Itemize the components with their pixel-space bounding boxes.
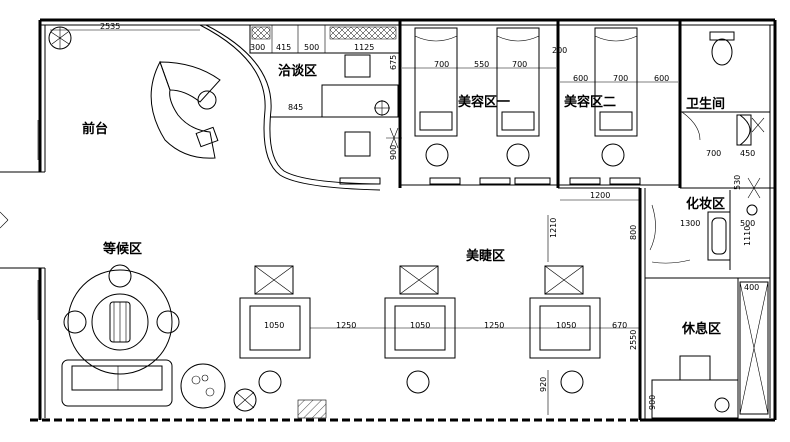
negotiation-furniture: [270, 54, 399, 157]
beauty-bed: [496, 27, 540, 137]
dimension-label: 1210: [549, 218, 558, 238]
dimension-label: 1250: [336, 321, 356, 330]
dimension-label: 1050: [556, 321, 576, 330]
interior-walls: [398, 20, 775, 420]
dimension-label: 600: [573, 74, 588, 83]
dimension-label: 600: [654, 74, 669, 83]
reception-partition: [199, 24, 381, 191]
room-label-negotiation: 洽谈区: [278, 63, 317, 79]
room-label-makeup: 化妆区: [686, 196, 725, 212]
dimension-label: 700: [434, 60, 449, 69]
room-label-toilet: 卫生间: [686, 96, 725, 112]
toilet-fixtures: [681, 31, 752, 146]
dimension-label: 500: [740, 219, 755, 228]
eyelash-station: [384, 265, 456, 359]
dimensions: 2535 300 415 500 1125 675 845 900 700 55…: [50, 22, 759, 410]
dimension-label: 550: [474, 60, 489, 69]
makeup-table: [649, 204, 758, 264]
dimension-label: 845: [288, 103, 303, 112]
dimension-label: 300: [250, 43, 265, 52]
eyelash-stools: [310, 215, 640, 415]
room-label-beauty2: 美容区二: [564, 94, 616, 110]
dimension-label: 400: [744, 283, 759, 292]
dimension-label: 500: [304, 43, 319, 52]
storage-cabinets: [249, 24, 401, 54]
outer-walls: [30, 18, 777, 422]
eyelash-station: [239, 265, 311, 359]
dimension-label: 700: [512, 60, 527, 69]
dimension-label: 2535: [100, 22, 120, 31]
rest-bed: [651, 281, 769, 419]
dimension-label: 530: [733, 175, 742, 190]
plant-icon: [48, 26, 72, 50]
room-label-waiting: 等候区: [102, 241, 142, 257]
stools: [339, 143, 641, 185]
room-label-rest: 休息区: [681, 321, 721, 337]
entrance-door: [0, 120, 45, 320]
dimension-label: 1250: [484, 321, 504, 330]
dimension-label: 1200: [590, 191, 610, 200]
dimension-label: 675: [389, 55, 398, 70]
dimension-label: 450: [740, 149, 755, 158]
dimension-label: 1050: [410, 321, 430, 330]
dimension-label: 415: [276, 43, 291, 52]
dimension-label: 700: [613, 74, 628, 83]
eyelash-station: [529, 265, 601, 359]
dimension-label: 2550: [629, 330, 638, 350]
dimension-label: 1110: [743, 226, 752, 246]
room-label-eyelash: 美睫区: [466, 248, 505, 264]
dimension-label: 920: [539, 377, 548, 392]
plant-icon: [386, 117, 765, 199]
dimension-label: 900: [389, 145, 398, 160]
dimension-label: 1050: [264, 321, 284, 330]
room-label-reception: 前台: [82, 121, 108, 137]
dimension-label: 800: [629, 225, 638, 240]
reception-desk: [150, 60, 221, 159]
dimension-label: 200: [552, 46, 567, 55]
dimension-label: 900: [648, 395, 657, 410]
waiting-furniture: [61, 264, 327, 419]
room-label-beauty1: 美容区一: [458, 94, 510, 110]
dimension-label: 1300: [680, 219, 700, 228]
dimension-label: 700: [706, 149, 721, 158]
dimension-label: 1125: [354, 43, 374, 52]
beauty-bed: [414, 27, 458, 137]
dimension-label: 670: [612, 321, 627, 330]
